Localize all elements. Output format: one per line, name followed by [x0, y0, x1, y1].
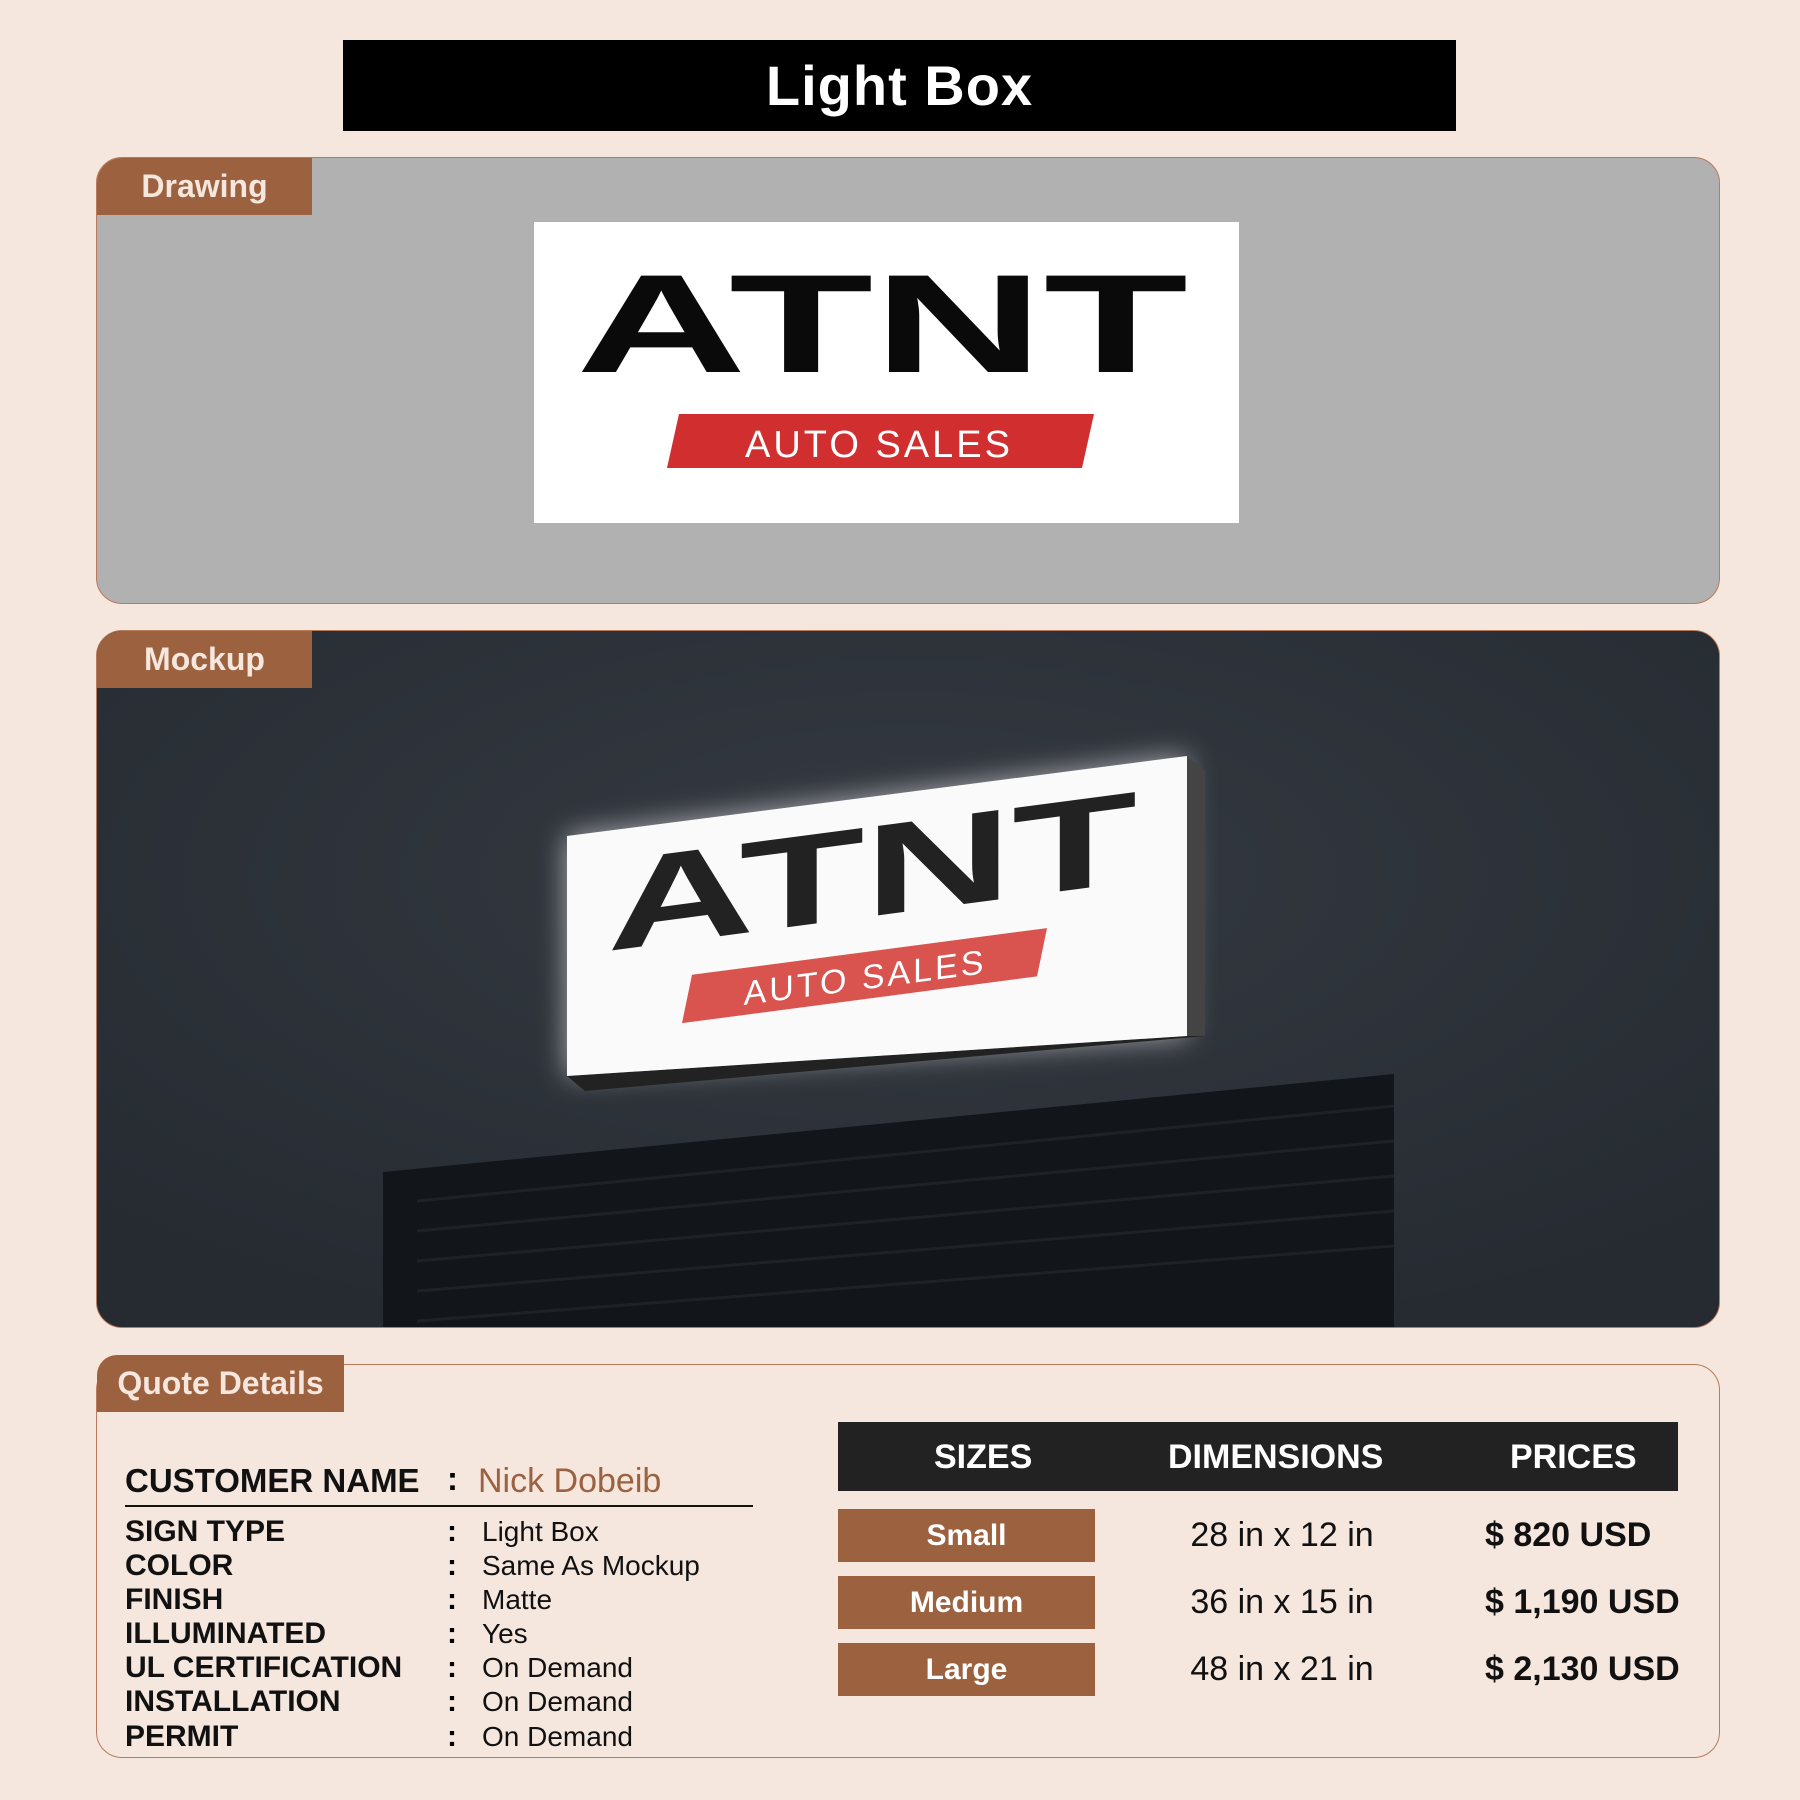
logo-drawing: ATNT AUTO SALES: [534, 222, 1239, 523]
field-label: PERMIT: [125, 1720, 239, 1753]
size-small-button[interactable]: Small: [838, 1509, 1095, 1562]
customer-name-value: Nick Dobeib: [478, 1462, 662, 1500]
mockup-tab: Mockup: [97, 631, 312, 688]
logo-red-band: [667, 414, 1094, 468]
field-label: SIGN TYPE: [125, 1515, 286, 1548]
price-small: $ 820 USD: [1485, 1516, 1652, 1554]
dimensions-medium: 36 in x 15 in: [1190, 1583, 1374, 1621]
field-value: On Demand: [482, 1686, 633, 1717]
mockup-panel: ATNT AUTO SALES Mockup: [96, 630, 1720, 1328]
garage-door: [383, 1074, 1394, 1327]
drawing-tab: Drawing: [97, 158, 312, 215]
field-value: On Demand: [482, 1652, 633, 1683]
colon: :: [447, 1515, 457, 1548]
field-label: ILLUMINATED: [125, 1617, 327, 1650]
field-value: Matte: [482, 1584, 553, 1615]
colon: :: [447, 1460, 458, 1497]
colon: :: [447, 1651, 457, 1684]
colon: :: [447, 1685, 457, 1718]
page-title: Light Box: [343, 40, 1456, 131]
field-label: INSTALLATION: [125, 1685, 341, 1718]
price-large: $ 2,130 USD: [1485, 1650, 1680, 1688]
field-label: UL CERTIFICATION: [125, 1651, 403, 1684]
quote-tab: Quote Details: [97, 1355, 344, 1412]
field-label: COLOR: [125, 1549, 234, 1582]
dimensions-small: 28 in x 12 in: [1190, 1516, 1374, 1554]
header-dimensions: DIMENSIONS: [1168, 1438, 1384, 1476]
colon: :: [447, 1583, 457, 1616]
colon: :: [447, 1617, 457, 1650]
size-large-button[interactable]: Large: [838, 1643, 1095, 1696]
mockup-red-band: [682, 928, 1047, 1024]
header-prices: PRICES: [1510, 1438, 1637, 1476]
logo-sub-text: AUTO SALES: [745, 424, 1013, 466]
mockup-scene: ATNT AUTO SALES: [97, 631, 1719, 1327]
price-medium: $ 1,190 USD: [1485, 1583, 1680, 1621]
dimensions-large: 48 in x 21 in: [1190, 1650, 1374, 1688]
field-value: Yes: [482, 1618, 528, 1649]
field-value: On Demand: [482, 1721, 633, 1752]
customer-name-label: CUSTOMER NAME: [125, 1462, 420, 1499]
drawing-panel: Drawing ATNT AUTO SALES: [96, 157, 1720, 604]
header-sizes: SIZES: [934, 1438, 1033, 1476]
field-value: Same As Mockup: [482, 1550, 700, 1581]
field-label: FINISH: [125, 1583, 224, 1616]
size-medium-button[interactable]: Medium: [838, 1576, 1095, 1629]
price-table-header: SIZES DIMENSIONS PRICES: [838, 1422, 1678, 1491]
colon: :: [447, 1549, 457, 1582]
colon: :: [447, 1720, 457, 1753]
quote-panel: Quote Details CUSTOMER NAME : Nick Dobei…: [96, 1355, 1720, 1758]
field-value: Light Box: [482, 1516, 599, 1547]
divider: [125, 1505, 753, 1507]
logo-main-text: ATNT: [576, 245, 1188, 402]
